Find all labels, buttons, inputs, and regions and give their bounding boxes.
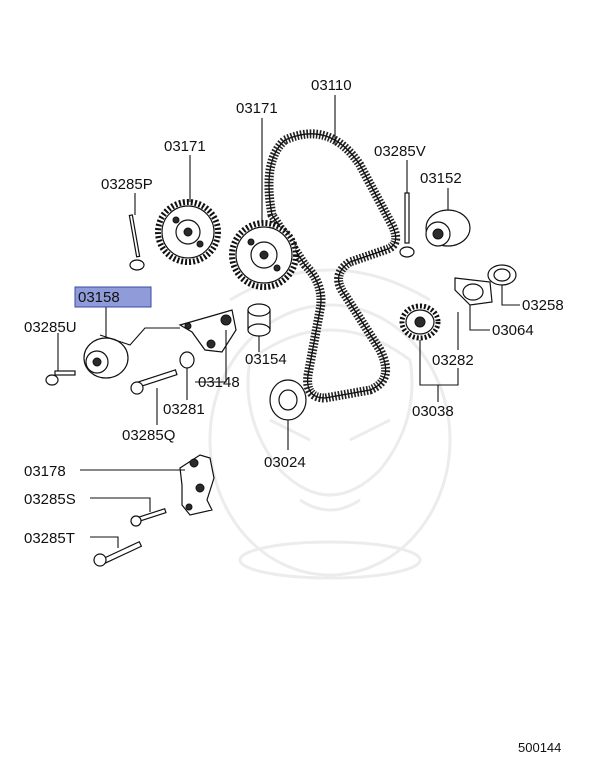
sensor-plate-03064 bbox=[454, 277, 493, 306]
label-03282[interactable]: 03282 bbox=[432, 352, 474, 369]
camshaft-sprocket-left bbox=[155, 199, 221, 265]
label-03038[interactable]: 03038 bbox=[412, 403, 454, 420]
label-03154[interactable]: 03154 bbox=[245, 351, 287, 368]
label-03171-right[interactable]: 03171 bbox=[236, 100, 278, 117]
label-03285T[interactable]: 03285T bbox=[24, 530, 75, 547]
idler-pulley bbox=[425, 209, 471, 247]
label-03110[interactable]: 03110 bbox=[311, 77, 352, 94]
label-03281[interactable]: 03281 bbox=[163, 401, 205, 418]
label-03152[interactable]: 03152 bbox=[420, 170, 462, 187]
part-labels: 03110 03171 03171 03285V 03152 03285P 03… bbox=[24, 77, 564, 547]
bolt-03285U bbox=[45, 370, 76, 386]
bolt-03285S bbox=[130, 508, 167, 527]
washer-03281 bbox=[179, 351, 195, 369]
bolt-03285P bbox=[128, 214, 145, 271]
washer-03024 bbox=[269, 379, 307, 421]
crankshaft-sprocket bbox=[399, 303, 441, 341]
label-03285U[interactable]: 03285U bbox=[24, 319, 77, 336]
timing-belt bbox=[264, 129, 401, 403]
label-03285V[interactable]: 03285V bbox=[374, 143, 426, 160]
tensioner-pulley bbox=[83, 337, 129, 379]
watermark-emblem bbox=[208, 268, 452, 580]
label-03064[interactable]: 03064 bbox=[492, 322, 534, 339]
label-03158[interactable]: 03158 bbox=[78, 289, 120, 306]
label-03148[interactable]: 03148 bbox=[198, 374, 240, 391]
spacer-03154 bbox=[247, 303, 271, 337]
camshaft-sprocket-right bbox=[229, 220, 299, 290]
label-03258[interactable]: 03258 bbox=[522, 297, 564, 314]
document-number: 500144 bbox=[518, 740, 561, 755]
label-03171-left[interactable]: 03171 bbox=[164, 138, 206, 155]
tensioner-bracket bbox=[179, 454, 215, 516]
bolt-03285Q bbox=[130, 369, 178, 395]
label-03178[interactable]: 03178 bbox=[24, 463, 66, 480]
label-03285Q[interactable]: 03285Q bbox=[122, 427, 175, 444]
label-03285P[interactable]: 03285P bbox=[101, 176, 153, 193]
tensioner-arm bbox=[178, 309, 237, 353]
highlight-03158 bbox=[74, 286, 152, 308]
label-03024[interactable]: 03024 bbox=[264, 454, 306, 471]
label-03285S[interactable]: 03285S bbox=[24, 491, 76, 508]
bolt-03285V bbox=[399, 192, 415, 258]
bolt-03285T bbox=[93, 540, 143, 567]
washer-03258 bbox=[487, 264, 517, 286]
leader-lines bbox=[57, 95, 520, 548]
